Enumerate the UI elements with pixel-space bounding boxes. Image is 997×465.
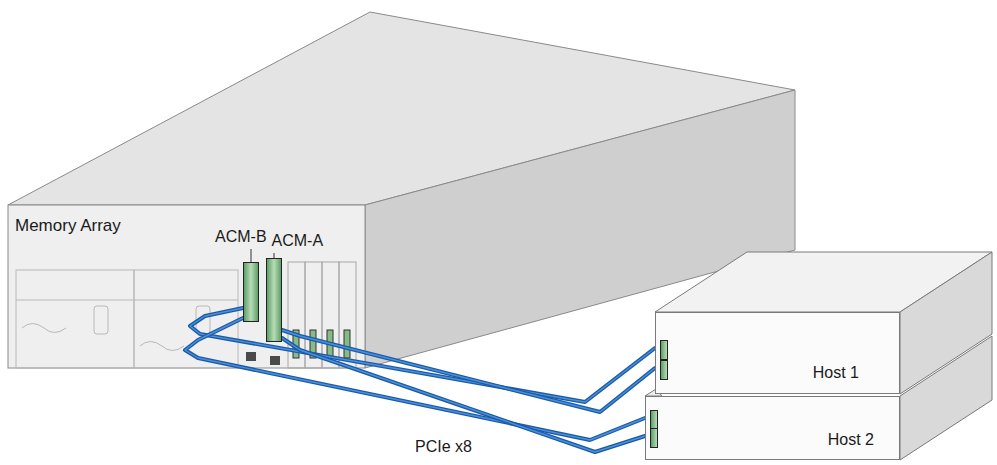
host-port xyxy=(650,428,658,448)
card-label: ACM-B xyxy=(215,227,267,246)
pcie-cable xyxy=(190,308,655,402)
adapter-card: ACM-A xyxy=(266,258,282,342)
chassis-front xyxy=(8,205,365,368)
pcie-cable xyxy=(282,338,645,452)
cable-highlight xyxy=(190,308,655,402)
drive-bays xyxy=(16,270,238,368)
host-label: Host 1 xyxy=(813,363,859,382)
cable-highlight xyxy=(185,318,645,440)
cable-line xyxy=(185,318,645,440)
pcie-cable xyxy=(282,330,655,412)
cable-line xyxy=(190,308,655,402)
host-server: Host 1 xyxy=(655,312,900,394)
host-port xyxy=(660,340,668,360)
cable-line xyxy=(282,330,655,412)
host-port xyxy=(650,410,658,430)
host-server: Host 2 xyxy=(645,396,900,460)
pcie-cable xyxy=(185,318,645,440)
network-ports xyxy=(246,352,280,365)
link-label: PCIe x8 xyxy=(413,437,474,456)
host-side xyxy=(900,252,992,394)
adapter-card: ACM-B xyxy=(243,262,259,322)
card-label: ACM-A xyxy=(272,231,324,250)
host-label: Host 2 xyxy=(828,430,874,449)
cable-highlight xyxy=(282,338,645,452)
cable-line xyxy=(282,338,645,452)
cable-highlight xyxy=(282,330,655,412)
chassis-front-panel: Memory ArrayACM-BACM-A xyxy=(8,205,365,368)
host-port xyxy=(660,360,668,380)
